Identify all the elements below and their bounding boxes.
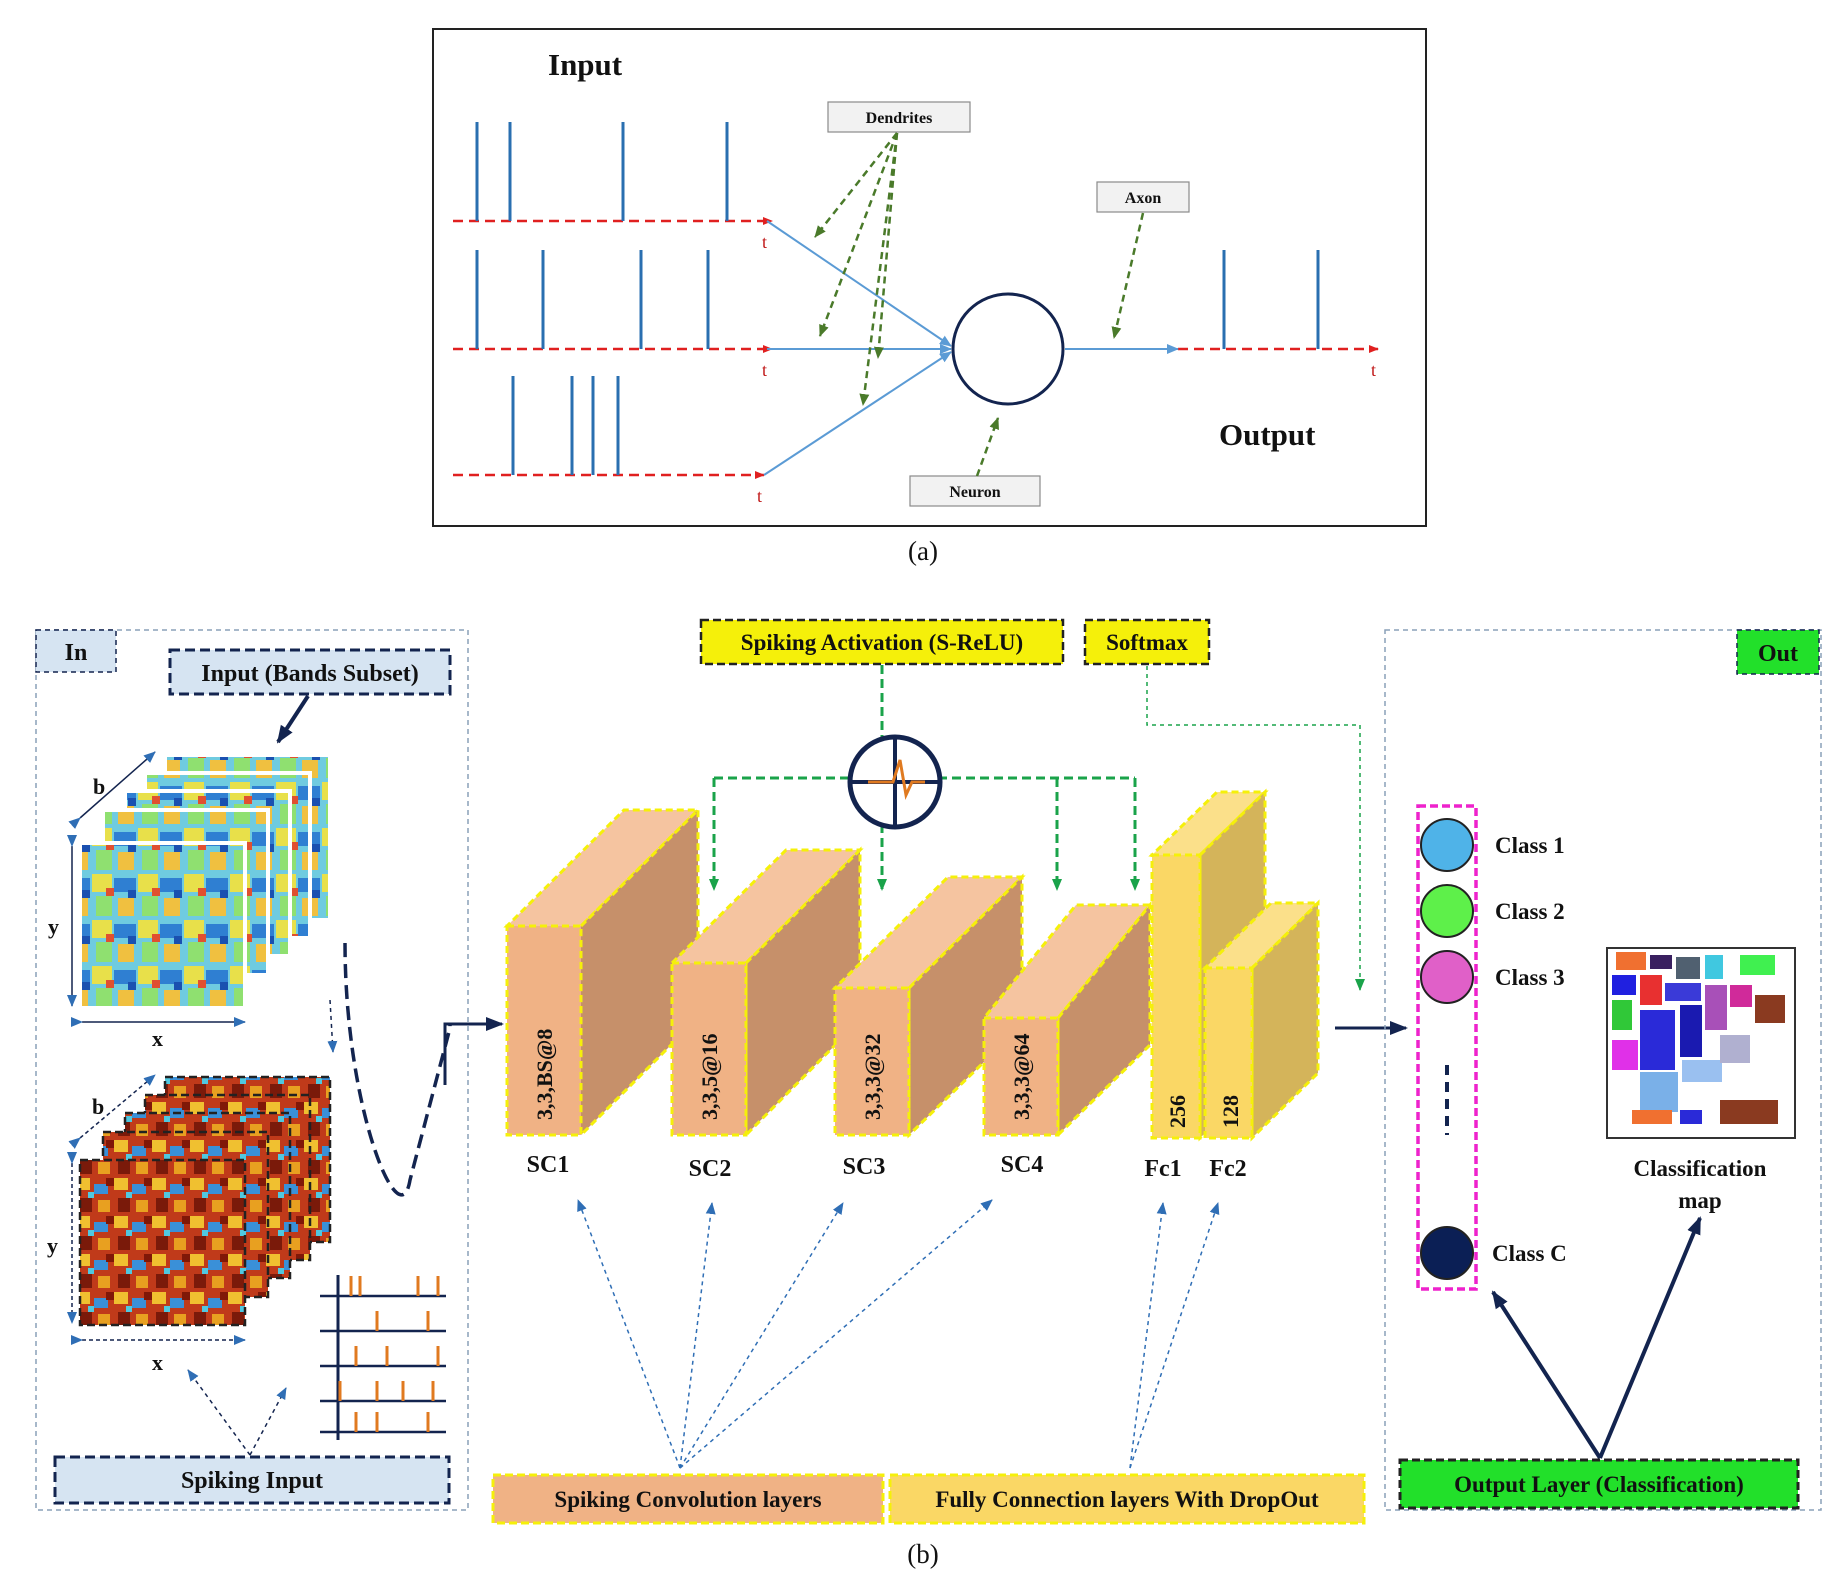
dendrites-label-box <box>827 101 971 133</box>
s-relu-icon <box>847 734 943 830</box>
sc2-spec: 3,3,5@16 <box>697 1034 722 1120</box>
input-bands-arrow <box>276 694 310 744</box>
cube-to-spike-arrow <box>327 999 338 1053</box>
class-2-label: Class 2 <box>1495 899 1565 924</box>
spike-raster <box>320 1275 446 1440</box>
fc-label-pointers <box>1129 1202 1220 1469</box>
neuron-label-box <box>909 475 1041 507</box>
softmax-box <box>1083 618 1211 666</box>
fc-block-fc2: 128 <box>1201 899 1322 1142</box>
output-to-map-arrow <box>1598 1216 1702 1459</box>
in-region-frame <box>35 629 469 1511</box>
output-spike-train <box>1222 250 1320 349</box>
conv-layers-box <box>491 1473 885 1525</box>
spiking-input-box <box>53 1455 451 1505</box>
spike-axis-y-label: y <box>47 1233 58 1258</box>
class-1-node <box>1420 818 1474 872</box>
fc-layers-box <box>888 1473 1366 1525</box>
conv-layers-label: Spiking Convolution layers <box>554 1487 821 1512</box>
classification-map-label-line2: map <box>1678 1188 1721 1213</box>
conv-label-pointers <box>577 1199 993 1469</box>
class-3-node <box>1420 950 1474 1004</box>
conv-block-sc2: 3,3,5@16 <box>668 846 864 1139</box>
sc3-label: SC3 <box>843 1154 886 1180</box>
time-label-output: t <box>1371 360 1376 380</box>
time-label-3: t <box>757 486 762 506</box>
input-bands-label: Input (Bands Subset) <box>201 661 418 687</box>
classification-map <box>1606 947 1796 1139</box>
class-neuron-column <box>1416 804 1478 1291</box>
classification-map-label-line1: Classification <box>1634 1156 1767 1181</box>
caption-a: (a) <box>908 536 938 566</box>
input-bands-box <box>168 648 452 696</box>
out-tag: Out <box>1758 641 1798 667</box>
class-c-label: Class C <box>1492 1241 1567 1266</box>
dendrites-label: Dendrites <box>866 110 933 127</box>
class-c-node <box>1420 1226 1474 1280</box>
axis-x-label: x <box>152 1026 163 1051</box>
softmax-label: Softmax <box>1106 630 1188 655</box>
neuron-label: Neuron <box>949 484 1000 501</box>
sc4-label: SC4 <box>1001 1152 1044 1178</box>
conv-block-sc1: 3,3,BS@8 <box>503 806 702 1139</box>
conv-block-sc4: 3,3,3@64 <box>980 900 1154 1139</box>
input-to-network-curve <box>343 942 452 1197</box>
input-spike-train-2 <box>475 250 710 349</box>
time-label-2: t <box>762 360 767 380</box>
spiking-activation-box <box>699 618 1065 666</box>
in-tag: In <box>65 640 88 666</box>
class-3-label: Class 3 <box>1495 965 1565 990</box>
neuron-pointer <box>975 417 1000 477</box>
class-2-node <box>1420 884 1474 938</box>
sc3-spec: 3,3,3@32 <box>860 1034 885 1120</box>
output-layer-box <box>1398 1458 1800 1510</box>
sc1-label: SC1 <box>527 1152 570 1178</box>
axon-pointer <box>1111 212 1145 339</box>
input-to-network-arrow <box>443 1017 504 1085</box>
output-label: Output <box>1219 417 1316 452</box>
panel-a: Input Output t t t t <box>432 28 1427 566</box>
out-region-frame <box>1384 629 1822 1511</box>
input-spike-train-3 <box>511 376 620 475</box>
axis-b-arrow <box>68 751 156 830</box>
panel-b: In Input (Bands Subset) b y x b <box>35 618 1822 1569</box>
axis-y-label: y <box>48 914 59 939</box>
spiking-cube-stack <box>78 1075 332 1327</box>
fc1-label: Fc1 <box>1144 1156 1181 1182</box>
output-to-classes-arrow <box>1491 1290 1602 1460</box>
axon-label: Axon <box>1125 190 1162 207</box>
spike-axis-x-label: x <box>152 1350 163 1375</box>
fc-layers-label: Fully Connection layers With DropOut <box>935 1487 1319 1512</box>
dendrite-connection-3 <box>763 351 952 476</box>
axon-label-box <box>1096 181 1190 213</box>
sc4-spec: 3,3,3@64 <box>1009 1034 1034 1120</box>
spiking-input-pointer-2 <box>249 1387 287 1456</box>
time-label-1: t <box>762 232 767 252</box>
spiking-input-label: Spiking Input <box>181 1468 323 1494</box>
fc1-spec: 256 <box>1165 1095 1190 1128</box>
spike-axis-b-arrow <box>68 1074 156 1149</box>
sc1-spec: 3,3,BS@8 <box>532 1029 557 1120</box>
dendrite-pointers <box>814 132 899 406</box>
axis-b-label: b <box>93 774 105 799</box>
output-layer-label: Output Layer (Classification) <box>1454 1472 1744 1497</box>
spiking-input-pointer-1 <box>187 1369 251 1456</box>
sc2-label: SC2 <box>689 1156 732 1182</box>
hsi-cube-stack <box>78 753 332 1010</box>
in-tag-box <box>35 629 117 673</box>
spiking-activation-label: Spiking Activation (S-ReLU) <box>741 630 1023 655</box>
dendrite-connection-1 <box>766 220 952 347</box>
caption-b: (b) <box>907 1539 938 1569</box>
fc2-label: Fc2 <box>1209 1156 1246 1182</box>
conv-block-sc3: 3,3,3@32 <box>831 873 1026 1139</box>
input-spike-train-1 <box>475 122 729 221</box>
fc2-spec: 128 <box>1218 1095 1243 1128</box>
out-tag-box <box>1736 629 1820 675</box>
spike-axis-b-label: b <box>92 1094 104 1119</box>
class-1-label: Class 1 <box>1495 833 1565 858</box>
input-label: Input <box>548 47 623 82</box>
neuron-circle <box>951 292 1065 406</box>
